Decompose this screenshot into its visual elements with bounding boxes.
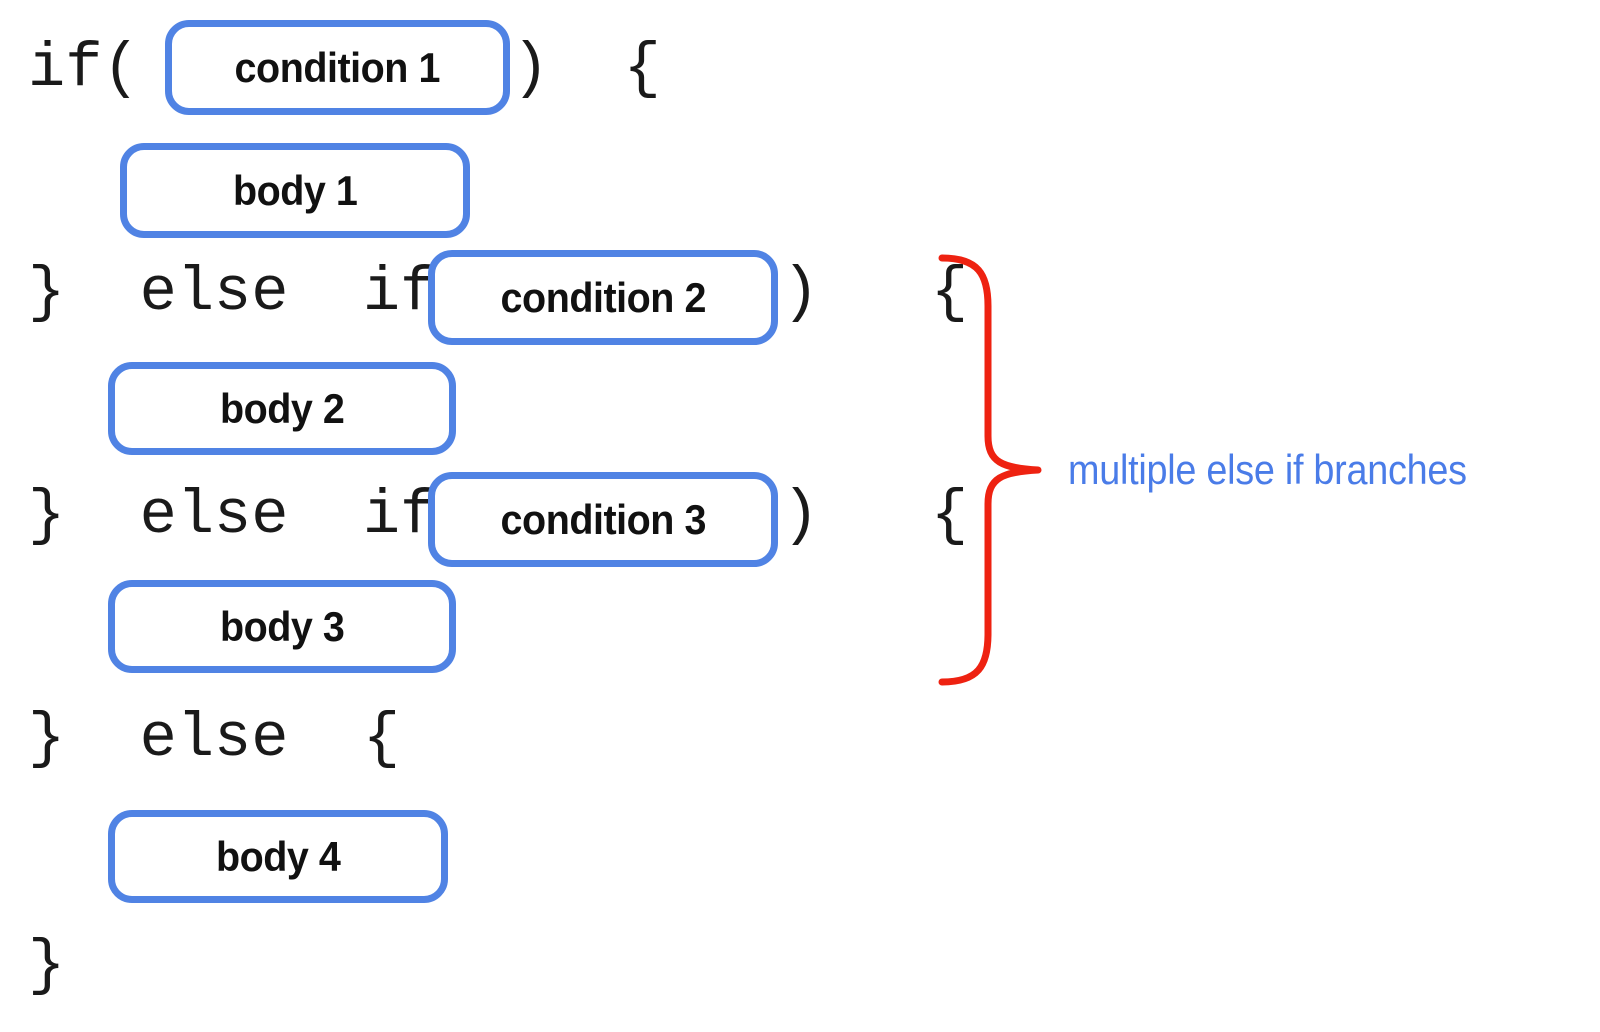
box-condition-2-label: condition 2	[500, 273, 706, 321]
code-else-if-open-1: } else if(	[28, 257, 475, 328]
box-condition-3[interactable]: condition 3	[428, 472, 778, 567]
annotation-multiple-else-if-branches: multiple else if branches	[1068, 446, 1467, 493]
box-body-1[interactable]: body 1	[120, 143, 470, 238]
code-if-close-brace: ) {	[512, 33, 661, 104]
code-final-close-brace: }	[28, 930, 66, 1001]
box-body-4-label: body 4	[215, 832, 341, 880]
code-else-open: } else {	[28, 703, 401, 774]
box-condition-2[interactable]: condition 2	[428, 250, 778, 345]
code-else-if-close-brace-1: ) {	[782, 257, 969, 328]
code-else-if-open-2: } else if(	[28, 480, 475, 551]
box-condition-1[interactable]: condition 1	[165, 20, 510, 115]
code-if-open: if(	[28, 33, 140, 104]
box-body-2-label: body 2	[219, 384, 345, 432]
box-body-3-label: body 3	[219, 602, 345, 650]
box-body-4[interactable]: body 4	[108, 810, 448, 903]
box-body-1-label: body 1	[232, 166, 358, 214]
box-condition-1-label: condition 1	[234, 43, 441, 91]
box-body-2[interactable]: body 2	[108, 362, 456, 455]
box-body-3[interactable]: body 3	[108, 580, 456, 673]
box-condition-3-label: condition 3	[500, 495, 706, 543]
code-else-if-close-brace-2: ) {	[782, 480, 969, 551]
